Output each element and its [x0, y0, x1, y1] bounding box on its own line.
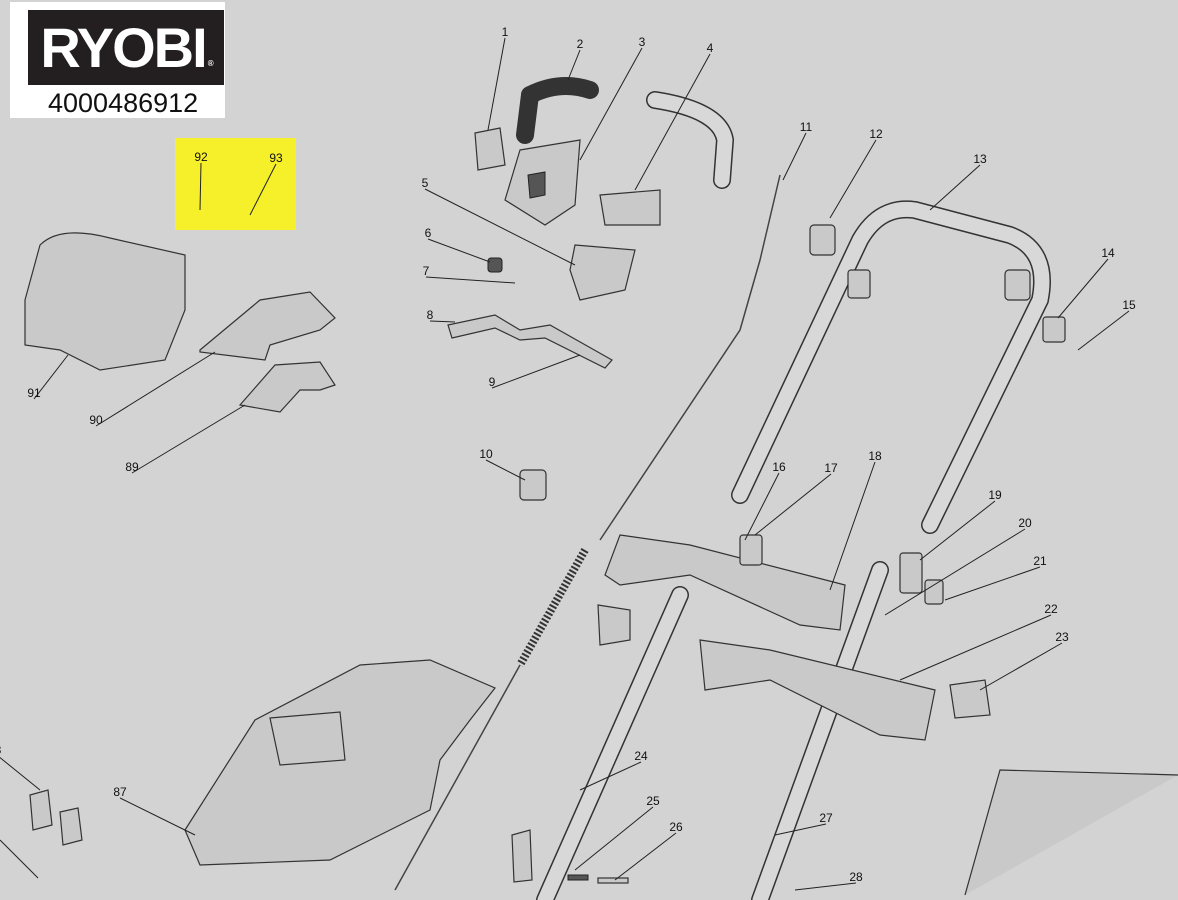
leader-line — [131, 404, 246, 474]
highlight-box — [175, 138, 296, 230]
callout-number: 16 — [772, 460, 786, 474]
leader-line — [899, 614, 1052, 681]
callout-number: 2 — [577, 37, 584, 51]
leader-line — [1077, 310, 1130, 351]
leader-line — [744, 472, 780, 541]
leader-line — [95, 351, 216, 427]
leader-line — [754, 473, 832, 536]
leader-line — [782, 132, 807, 181]
leader-line — [199, 162, 202, 211]
callout-number: 17 — [824, 461, 838, 475]
brand-logo-box: RYOBI® 4000486912 — [10, 2, 225, 118]
callout-number: 4 — [707, 41, 714, 55]
callout-number: 93 — [269, 151, 283, 165]
parts-drawing — [24, 77, 1178, 900]
leader-line — [0, 839, 39, 879]
callout-number: 19 — [988, 488, 1002, 502]
leader-line — [829, 461, 876, 591]
callout-number: 90 — [89, 413, 103, 427]
leader-line — [979, 642, 1063, 691]
callout-number: 27 — [819, 811, 833, 825]
leader-line — [119, 797, 196, 836]
leader-line — [429, 320, 456, 323]
leader-line — [794, 882, 857, 891]
leader-line — [567, 49, 581, 81]
leader-line — [919, 500, 996, 561]
leader-line — [634, 53, 711, 191]
callout-number: 18 — [868, 449, 882, 463]
callout-number: 13 — [973, 152, 987, 166]
callout-number: 9 — [489, 375, 496, 389]
leader-line — [427, 238, 491, 263]
leader-line — [1057, 258, 1109, 319]
callout-number: 8 — [427, 308, 434, 322]
leader-line — [829, 139, 877, 219]
leader-line — [425, 276, 516, 284]
leader-line — [574, 806, 654, 871]
callout-number: 28 — [849, 870, 863, 884]
callout-number: 8 — [0, 743, 2, 757]
callout-number: 12 — [869, 127, 883, 141]
leader-line — [485, 459, 526, 481]
leader-line — [0, 756, 41, 791]
callout-number: 20 — [1018, 516, 1032, 530]
callout-number: 92 — [194, 150, 208, 164]
leader-line — [249, 163, 277, 216]
callout-number: 14 — [1101, 246, 1115, 260]
callout-number: 91 — [27, 386, 41, 400]
leader-line — [944, 566, 1041, 601]
leader-line — [424, 188, 576, 266]
callout-number: 22 — [1044, 602, 1058, 616]
leader-line — [929, 164, 981, 211]
callout-number: 26 — [669, 820, 683, 834]
callout-number: 21 — [1033, 554, 1047, 568]
leader-line — [487, 37, 506, 131]
callout-number: 89 — [125, 460, 139, 474]
callout-number: 5 — [422, 176, 429, 190]
leader-line — [579, 47, 643, 161]
callout-number: 23 — [1055, 630, 1069, 644]
callout-number: 87 — [113, 785, 127, 799]
callout-number: 3 — [639, 35, 646, 49]
callout-number: 6 — [425, 226, 432, 240]
callout-number: 24 — [634, 749, 648, 763]
ryobi-logo: RYOBI® — [28, 10, 224, 85]
leader-line — [491, 354, 581, 389]
callout-number: 10 — [479, 447, 493, 461]
callout-number: 25 — [646, 794, 660, 808]
callout-number: 15 — [1122, 298, 1136, 312]
callout-number: 1 — [502, 25, 509, 39]
leader-line — [33, 354, 69, 400]
model-number: 4000486912 — [48, 88, 199, 118]
leader-line — [579, 761, 642, 791]
callout-number: 7 — [423, 264, 430, 278]
leader-line — [884, 528, 1026, 616]
leader-line — [614, 832, 677, 881]
callout-number: 11 — [800, 120, 813, 134]
leader-line — [774, 823, 827, 836]
